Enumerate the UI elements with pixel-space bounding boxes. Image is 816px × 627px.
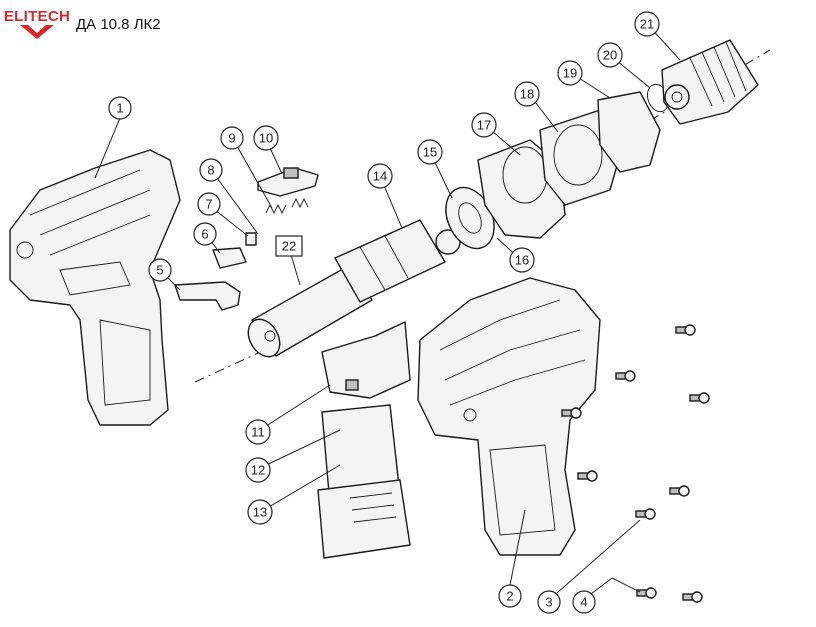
brand-logo: ELITECH [4,9,70,39]
part-small-clip [245,232,257,246]
callout-6: 6 [193,222,217,246]
callout-label: 9 [228,131,235,146]
callout-label: 20 [603,48,617,63]
model-title: ДА 10.8 ЛК2 [76,15,161,33]
header: ELITECH ДА 10.8 ЛК2 [4,6,161,42]
callout-label: 11 [251,425,265,440]
callout-22-box: 22 [275,235,303,257]
callout-label: 4 [580,595,587,610]
part-right-housing [417,277,601,556]
part-speed-switch [257,167,319,197]
callout-label: 5 [156,263,163,278]
callout-label: 6 [201,227,208,242]
part-battery [317,404,411,559]
callout-label: 16 [515,253,529,268]
part-motor [247,264,373,358]
part-springs [265,197,309,215]
callout-10: 10 [253,125,279,151]
callout-1: 1 [108,96,132,120]
callout-2: 2 [498,584,522,608]
callout-label: 18 [520,87,534,102]
part-trigger-switch [321,321,411,399]
part-chuck [661,39,759,125]
callout-label: 10 [259,131,273,146]
part-outer-collar [597,91,661,173]
callout-20: 20 [597,42,623,68]
callout-12: 12 [245,457,271,483]
callout-14: 14 [367,163,393,189]
part-left-housing [9,149,181,426]
logo-chevron-icon [20,25,54,39]
callout-label: 22 [282,239,296,254]
callout-17: 17 [471,112,497,138]
callout-16: 16 [509,247,535,273]
callout-5: 5 [148,258,172,282]
callout-label: 14 [373,169,387,184]
callout-label: 8 [207,163,214,178]
callout-label: 21 [640,17,654,32]
callout-label: 3 [545,595,552,610]
callout-3: 3 [537,590,561,614]
callout-label: 19 [563,66,577,81]
part-gearbox [334,219,461,303]
callout-label: 12 [251,463,265,478]
part-direction-lever [174,281,241,311]
part-switch-plate [212,247,247,269]
callout-9: 9 [220,126,244,150]
callout-label: 1 [116,101,123,116]
callout-15: 15 [417,139,443,165]
callout-13: 13 [247,499,273,525]
callout-label: 17 [477,118,491,133]
callout-label: 2 [506,589,513,604]
callout-label: 13 [253,505,267,520]
screw-set [561,324,710,603]
callout-18: 18 [514,81,540,107]
callout-label: 7 [205,197,212,212]
callout-4: 4 [572,590,596,614]
callout-label: 15 [423,145,437,160]
callout-7: 7 [197,192,221,216]
callout-21: 21 [634,11,660,37]
callout-11: 11 [245,419,271,445]
callout-19: 19 [557,60,583,86]
callout-8: 8 [199,158,223,182]
brand-name: ELITECH [3,8,71,25]
